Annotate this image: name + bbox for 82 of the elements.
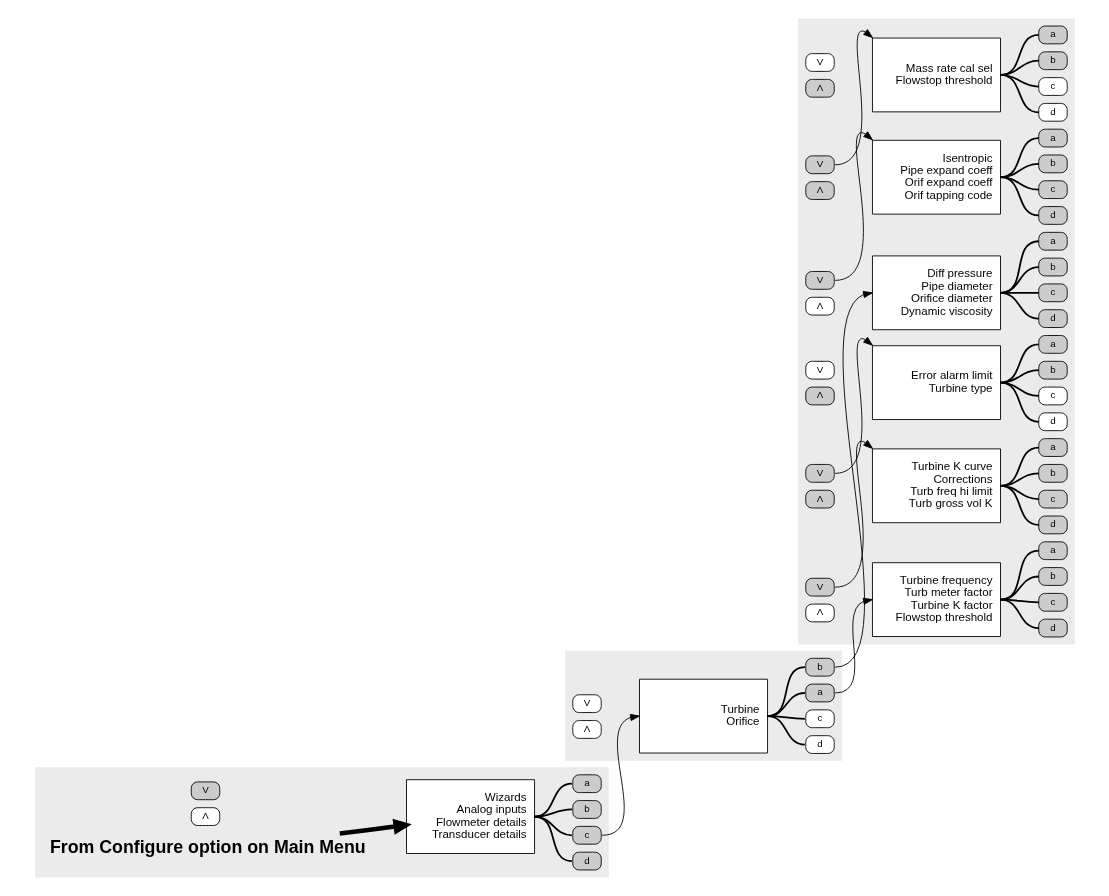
arrow xyxy=(834,290,873,668)
node-box: Mass rate cal sel Flowstop threshold xyxy=(871,37,1001,113)
arrow xyxy=(834,29,873,166)
node-box: d xyxy=(1037,206,1068,225)
node-box: V xyxy=(804,155,835,175)
node-box: Turbine Orifice xyxy=(638,678,768,754)
node-box: b xyxy=(1037,257,1068,277)
node-box: d xyxy=(1037,309,1068,328)
cluster xyxy=(564,650,842,762)
node-box: a xyxy=(1037,335,1068,354)
node-box: c xyxy=(1037,77,1068,96)
node-box: a xyxy=(804,683,835,703)
node-box: V xyxy=(571,694,602,713)
cluster xyxy=(34,767,609,878)
node-box: b xyxy=(1037,360,1068,380)
connector xyxy=(999,598,1040,629)
node-box: Λ xyxy=(804,603,835,623)
node-box: Diff pressure Pipe diameter Orifice diameter Dynamic viscosity xyxy=(871,255,1001,331)
node-box: c xyxy=(1037,180,1068,199)
connector xyxy=(999,266,1040,294)
node-box: a xyxy=(571,774,602,794)
node-box: b xyxy=(804,657,835,677)
node-box: d xyxy=(804,735,835,754)
node-box: Λ xyxy=(804,489,835,509)
node-box: c xyxy=(1037,592,1068,612)
arrow xyxy=(834,597,873,694)
node-box: d xyxy=(571,851,602,871)
node-box: b xyxy=(1037,154,1068,174)
node-text: From Configure option on Main Menu xyxy=(49,837,366,858)
connector xyxy=(533,815,573,837)
node-box: c xyxy=(571,825,602,845)
node-box: c xyxy=(1037,386,1068,406)
node-box: Error alarm limit Turbine type xyxy=(871,345,1001,420)
cluster xyxy=(797,18,1075,645)
node-box: Λ xyxy=(804,386,835,406)
arrow xyxy=(834,336,873,474)
connector xyxy=(999,446,1040,487)
arrow xyxy=(834,439,873,588)
node-box: Isentropic Pipe expand coeff Orif expand coeff Orif tapping code xyxy=(871,139,1001,215)
connector xyxy=(999,343,1040,384)
node-box: V xyxy=(804,464,835,483)
node-box: Λ xyxy=(804,181,835,200)
connector xyxy=(533,782,573,818)
node-box: a xyxy=(1037,231,1068,251)
connector xyxy=(999,34,1040,76)
node-box: Λ xyxy=(571,720,602,739)
node-box: a xyxy=(1037,541,1068,561)
node-box: d xyxy=(1037,412,1068,432)
node-box: Λ xyxy=(190,807,220,826)
node-box: V xyxy=(190,781,220,801)
node-box: d xyxy=(1037,515,1068,535)
node-box: a xyxy=(1037,128,1068,148)
node-box: V xyxy=(804,577,835,597)
node-box: c xyxy=(804,709,835,729)
node-box: b xyxy=(1037,464,1068,483)
node-box: d xyxy=(1037,102,1068,122)
arrow xyxy=(834,131,873,281)
node-box: Λ xyxy=(804,78,835,98)
node-box: d xyxy=(1037,618,1068,638)
node-box: c xyxy=(1037,489,1068,509)
node-box: V xyxy=(804,271,835,290)
connector xyxy=(999,240,1040,294)
arrow xyxy=(339,818,412,836)
node-box: Turbine K curve Corrections Turb freq hi limit Turb gross vol K xyxy=(871,448,1001,524)
node-box: Turbine frequency Turb meter factor Turbine K factor Flowstop threshold xyxy=(871,562,1001,637)
node-box: c xyxy=(1037,283,1068,303)
connector xyxy=(999,549,1040,601)
connector xyxy=(533,815,573,862)
node-box: a xyxy=(1037,438,1068,457)
node-box: a xyxy=(1037,25,1068,45)
node-box: Λ xyxy=(804,296,835,316)
node-box: b xyxy=(571,800,602,819)
connector xyxy=(999,472,1040,487)
connector xyxy=(999,598,1040,604)
node-box: b xyxy=(1037,567,1068,586)
arrow xyxy=(601,713,640,836)
node-box: V xyxy=(804,360,835,380)
node-box: V xyxy=(804,53,835,72)
connector xyxy=(999,381,1040,423)
node-box: b xyxy=(1037,51,1068,71)
node-box: Wizards Analog inputs Flowmeter details Transducer details xyxy=(405,779,535,854)
connector xyxy=(999,381,1040,397)
